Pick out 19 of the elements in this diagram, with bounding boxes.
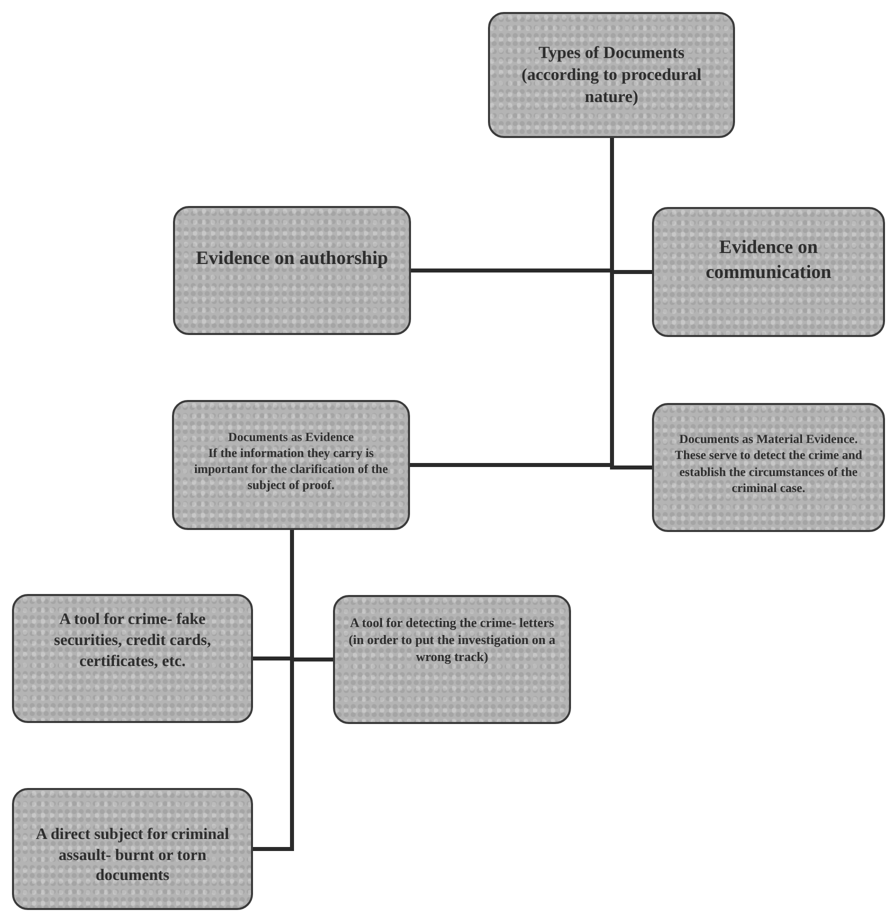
box-text: If the information they carry is important for the clarification of the subject of proof.: [193, 444, 389, 494]
category-box: [12, 594, 253, 723]
category-box: [652, 207, 885, 337]
category-box: [333, 595, 571, 724]
box-text: These serve to detect the crime and establish the circumstances of the criminal case.: [674, 447, 864, 496]
category-box: [488, 12, 735, 138]
box-text: Types of Documents (according to procedural nature): [520, 42, 703, 108]
category-box: [652, 403, 885, 532]
box-text: A tool for crime- fake securities, credit cards, certificates, etc.: [53, 610, 212, 672]
category-box: [173, 206, 411, 335]
category-box: [12, 788, 253, 910]
box-text: A tool for detecting the crime- letters (in order to put the investigation on a wrong track): [348, 615, 556, 666]
box-text: A direct subject for criminal assault- burnt or torn documents: [34, 824, 230, 886]
connector-line: [253, 530, 294, 851]
box-text: Evidence on communication: [704, 236, 832, 285]
box-text: Documents as Evidence: [228, 428, 354, 445]
category-box: [172, 400, 410, 530]
box-text: Evidence on authorship: [196, 247, 388, 272]
box-text: Documents as Material Evidence.: [679, 431, 858, 448]
